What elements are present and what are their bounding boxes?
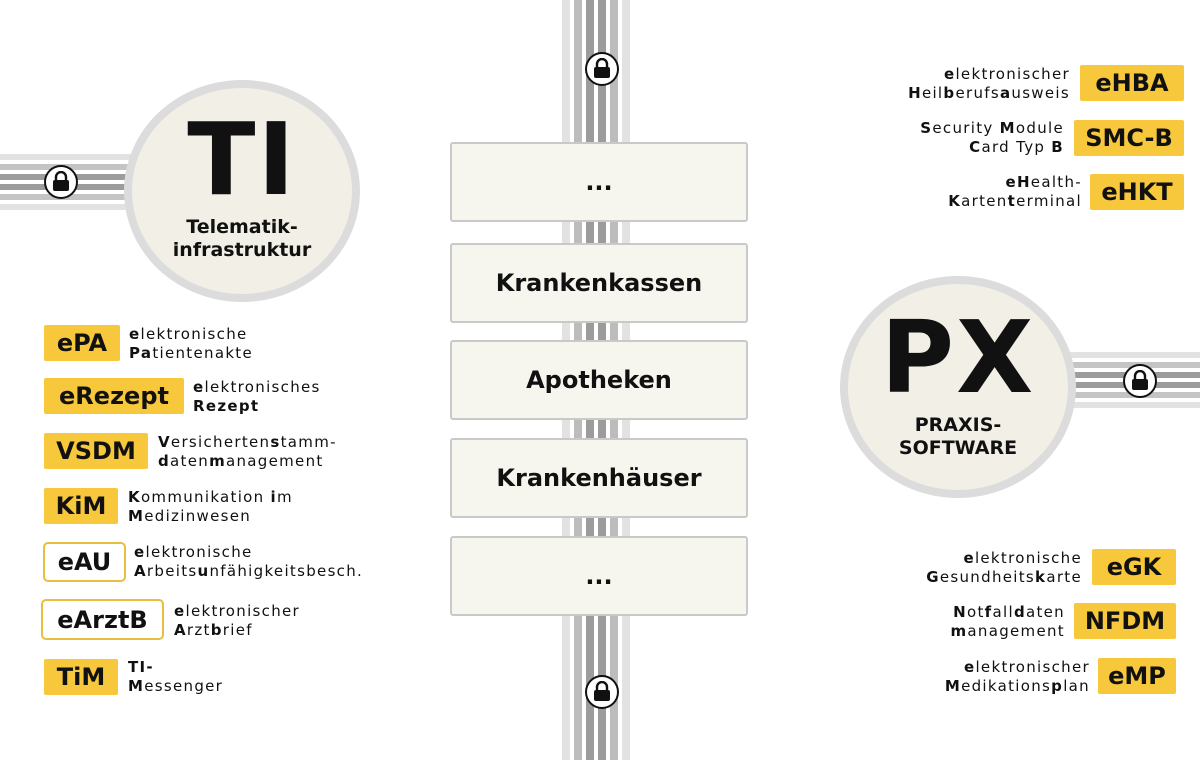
description-line: elektronische <box>963 549 1082 567</box>
description-line: eHealth- <box>1005 173 1082 191</box>
participant-box: Krankenkassen <box>450 243 748 323</box>
description-line: Heilberufsausweis <box>908 84 1070 102</box>
badge-tim: TiM <box>44 659 118 695</box>
description-line: Notfalldaten <box>953 603 1065 621</box>
lock-icon <box>1123 364 1157 398</box>
desc-ehkt: eHealth-Kartenterminal <box>948 173 1082 211</box>
participant-box: ... <box>450 536 748 616</box>
description-line: Arbeitsunfähigkeitsbesch. <box>134 562 364 580</box>
description-line: elektronischer <box>943 65 1070 83</box>
description-line: elektronische <box>129 325 248 343</box>
description-line: Kartenterminal <box>948 192 1082 210</box>
description-line: Patientenakte <box>129 344 254 362</box>
ti-circle: TI Telematik- infrastruktur <box>124 80 360 302</box>
description-line: Messenger <box>128 677 224 695</box>
description-line: elektronische <box>134 543 253 561</box>
participant-box: ... <box>450 142 748 222</box>
description-line: Versichertenstamm- <box>158 433 337 451</box>
description-line: elektronisches <box>193 378 321 396</box>
description-line: elektronischer <box>174 602 301 620</box>
badge-kim: KiM <box>44 488 118 524</box>
badge-ehba: eHBA <box>1080 65 1184 101</box>
px-subtitle-line2: SOFTWARE <box>898 436 1018 459</box>
description-line: Gesundheitskarte <box>926 568 1082 586</box>
px-subtitle-line1: PRAXIS- <box>914 414 1002 436</box>
description-line: Rezept <box>193 397 260 415</box>
description-line: Arztbrief <box>174 621 253 639</box>
description-line: Medikationsplan <box>944 677 1090 695</box>
description-line: Medizinwesen <box>128 507 252 525</box>
badge-vsdm: VSDM <box>44 433 148 469</box>
ti-subtitle-line2: infrastruktur <box>172 238 312 261</box>
badge-epa: ePA <box>44 325 120 361</box>
lock-icon <box>44 165 78 199</box>
ti-subtitle-line1: Telematik- <box>186 216 298 238</box>
lock-icon <box>585 675 619 709</box>
badge-emp: eMP <box>1098 658 1176 694</box>
badge-erezept: eRezept <box>44 378 184 414</box>
description-line: management <box>950 622 1065 640</box>
badge-smcb: SMC-B <box>1074 120 1184 156</box>
description-line: elektronischer <box>963 658 1090 676</box>
description-line: datenmanagement <box>158 452 324 470</box>
badge-egk: eGK <box>1092 549 1176 585</box>
description-line: Card Typ B <box>969 138 1064 156</box>
participant-box: Krankenhäuser <box>450 438 748 518</box>
badge-ehkt: eHKT <box>1090 174 1184 210</box>
description-line: TI- <box>128 658 154 676</box>
description-line: Kommunikation im <box>128 488 293 506</box>
badge-eau: eAU <box>43 542 126 582</box>
px-title: PX <box>880 299 1036 416</box>
desc-tim: TI-Messenger <box>128 658 223 696</box>
badge-earztb: eArztB <box>41 599 164 640</box>
desc-vsdm: Versichertenstamm-datenmanagement <box>158 433 337 471</box>
badge-nfdm: NFDM <box>1074 603 1176 639</box>
lock-icon <box>585 52 619 86</box>
ti-title: TI <box>187 101 297 218</box>
participant-box: Apotheken <box>450 340 748 420</box>
px-circle: PX PRAXIS- SOFTWARE <box>840 276 1076 498</box>
description-line: Security Module <box>920 119 1064 137</box>
